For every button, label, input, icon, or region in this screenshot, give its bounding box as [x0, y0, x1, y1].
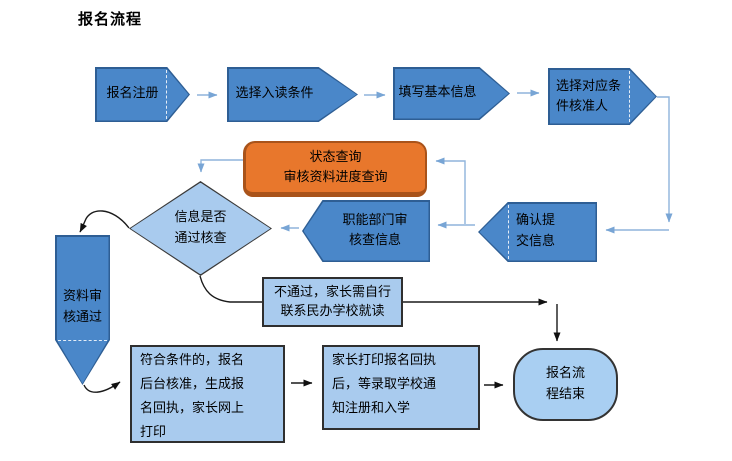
node-generate-receipt: 符合条件的，报名 后台核准，生成报 名回执，家长网上 打印 [130, 345, 285, 443]
node-end: 报名流 程结束 [513, 348, 618, 421]
connector-notpass-horizontal [199, 275, 548, 306]
node-select-approver-dashline [629, 71, 630, 122]
node-not-pass-label: 不通过，家长需自行 联系民办学校就读 [273, 284, 391, 320]
node-fill-basic: 填写基本信息 [393, 67, 510, 120]
node-select-approver-fill [549, 69, 656, 124]
node-dept-review-fill [303, 201, 429, 261]
node-wait-admission: 家长打印报名回执 后，等录取学校通 知注册和入学 [322, 345, 480, 430]
node-check-pass-label: 信息是否 通过核查 [174, 209, 227, 246]
node-register-fill [96, 68, 189, 121]
node-material-pass-dashline [58, 340, 107, 341]
node-dept-review-label: 职能部门审 核查信息 [342, 212, 408, 248]
node-confirm-submit-fill [479, 203, 596, 261]
node-select-approver: 选择对应条 件核准人 [548, 68, 657, 125]
connector-material-to-receipt [83, 381, 121, 393]
node-confirm-submit: 确认提 交信息 [478, 202, 597, 262]
node-material-pass-label: 资料审 核通过 [62, 289, 102, 325]
node-not-pass: 不通过，家长需自行 联系民办学校就读 [262, 277, 403, 327]
node-confirm-submit-label: 确认提 交信息 [516, 213, 556, 249]
node-select-condition-label: 选择入读条件 [235, 86, 314, 102]
node-confirm-submit-dashline [508, 205, 509, 259]
connector-diamond-to-material [79, 210, 130, 233]
node-check-pass: 信息是否 通过核查 [129, 181, 272, 276]
page-title: 报名流程 [78, 10, 143, 28]
node-end-label: 报名流 程结束 [545, 365, 585, 402]
node-register-dashline [166, 70, 167, 119]
node-fill-basic-label: 填写基本信息 [398, 85, 477, 101]
node-material-pass: 资料审 核通过 [55, 235, 110, 385]
connector-approver-elbow-down [657, 96, 673, 223]
node-dept-review: 职能部门审 核查信息 [302, 200, 430, 262]
node-status-query: 状态查询 审核资料进度查询 [243, 141, 427, 197]
connector-status-to-diamond [197, 159, 243, 173]
node-wait-admission-label: 家长打印报名回执 后，等录取学校通 知注册和入学 [332, 353, 437, 416]
node-select-condition: 选择入读条件 [227, 67, 358, 122]
connector-branch-to-status [435, 157, 466, 224]
node-register: 报名注册 [95, 67, 190, 122]
node-register-label: 报名注册 [106, 86, 159, 102]
node-generate-receipt-label: 符合条件的，报名 后台核准，生成报 名回执，家长网上 打印 [140, 353, 245, 440]
node-select-approver-label: 选择对应条 件核准人 [556, 79, 622, 114]
node-status-query-label: 状态查询 审核资料进度查询 [283, 150, 388, 185]
